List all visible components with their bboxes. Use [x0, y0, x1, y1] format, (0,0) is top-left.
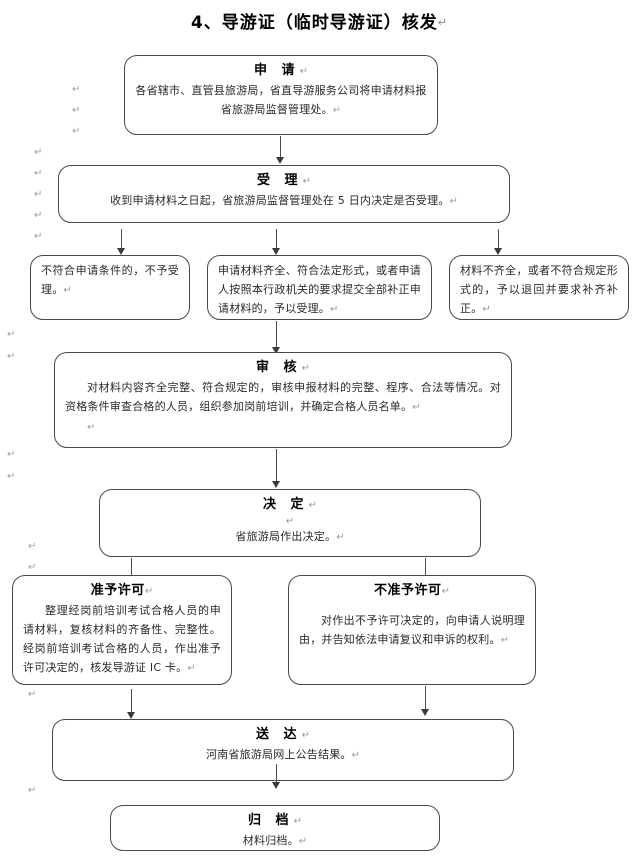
- node-review-body: 对材料内容齐全完整、符合规定的，审核申报材料的完整、程序、合法等情况。对资格条件…: [65, 381, 501, 413]
- node-apply-body: 各省辖市、直管县旅游局，省直导游服务公司将申请材料报省旅游局监督管理处。↵: [135, 84, 427, 116]
- node-archive-body: 材料归档。↵: [242, 834, 308, 847]
- node-accept-title: 受 理↵: [257, 173, 311, 188]
- paragraph-mark: ↵: [28, 785, 37, 796]
- paragraph-mark: ↵: [7, 449, 16, 460]
- arrow-accept-to-return: [494, 229, 503, 255]
- arrow-review-to-decide: [272, 449, 281, 488]
- pilcrow-mark: ↵: [330, 304, 339, 315]
- pilcrow-mark: ↵: [500, 635, 509, 646]
- paragraph-mark: ↵: [28, 689, 37, 700]
- paragraph-mark: ↵: [34, 210, 43, 221]
- arrow-deliver-to-archive: [272, 764, 281, 789]
- paragraph-mark: ↵: [34, 147, 43, 158]
- node-decide-title: 决 定↵: [263, 497, 317, 512]
- pilcrow-mark: ↵: [299, 66, 308, 77]
- pilcrow-mark: ↵: [412, 402, 421, 413]
- node-decide[interactable]: 决 定↵ ↵ 省旅游局作出决定。↵: [99, 489, 481, 557]
- node-deliver-body: 河南省旅游局网上公告结果。↵: [206, 748, 360, 761]
- node-permit[interactable]: 准予许可↵ 整理经岗前培训考试合格人员的申请材料，复核材料的齐备性、完整性。经岗…: [12, 575, 232, 685]
- arrow-accept-to-not-accept: [117, 229, 126, 255]
- paragraph-mark: ↵: [28, 562, 37, 573]
- pilcrow-mark: ↵: [187, 663, 196, 674]
- node-no-permit[interactable]: 不准予许可↵ 对作出不予许可决定的，向申请人说明理由，并告知依法申请复议和申诉的…: [288, 575, 536, 685]
- node-decide-body: 省旅游局作出决定。↵: [235, 530, 345, 543]
- pilcrow-mark: ↵: [293, 816, 302, 827]
- pilcrow-mark: ↵: [449, 196, 458, 207]
- node-accept-ok[interactable]: 申请材料齐全、符合法定形式，或者申请人按照本行政机关的要求提交全部补正申请材料的…: [207, 255, 432, 320]
- node-review-title: 审 核↵: [256, 360, 310, 375]
- node-deliver-title: 送 达↵: [256, 727, 310, 742]
- pilcrow-mark: ↵: [302, 176, 311, 187]
- paragraph-mark: ↵: [34, 189, 43, 200]
- paragraph-mark: ↵: [28, 541, 37, 552]
- page-title: 4、导游证（临时导游证）核发↵: [0, 8, 638, 33]
- node-review[interactable]: 审 核↵ 对材料内容齐全完整、符合规定的，审核申报材料的完整、程序、合法等情况。…: [54, 352, 512, 448]
- arrow-accept-to-accept-ok: [272, 229, 281, 255]
- pilcrow-mark: ↵: [332, 105, 342, 116]
- node-archive[interactable]: 归 档↵ 材料归档。↵: [110, 805, 440, 851]
- page-title-text: 4、导游证（临时导游证）核发: [190, 13, 438, 33]
- pilcrow-mark: ↵: [441, 586, 450, 597]
- pilcrow-mark: ↵: [301, 363, 310, 374]
- paragraph-mark: ↵: [72, 105, 81, 116]
- pilcrow-mark: ↵: [482, 304, 491, 315]
- node-accept-body: 收到申请材料之日起，省旅游局监督管理处在 5 日内决定是否受理。↵: [110, 194, 458, 207]
- node-no-permit-body: 对作出不予许可决定的，向申请人说明理由，并告知依法申请复议和申诉的权利。↵: [299, 614, 525, 646]
- node-accept[interactable]: 受 理↵ 收到申请材料之日起，省旅游局监督管理处在 5 日内决定是否受理。↵: [58, 165, 510, 223]
- pilcrow-mark: ↵: [301, 730, 310, 741]
- node-return-material[interactable]: 材料不齐全，或者不符合规定形式的，予以退回并要求补齐补正。↵: [449, 255, 629, 320]
- pilcrow-mark: ↵: [437, 16, 448, 29]
- node-accept-ok-body: 申请材料齐全、符合法定形式，或者申请人按照本行政机关的要求提交全部补正申请材料的…: [218, 264, 421, 315]
- arrow-permit-to-deliver: [127, 689, 136, 719]
- paragraph-mark: ↵: [7, 471, 16, 482]
- node-archive-title: 归 档↵: [248, 813, 302, 828]
- node-deliver[interactable]: 送 达↵ 河南省旅游局网上公告结果。↵: [52, 719, 514, 781]
- pilcrow-mark: ↵: [144, 586, 154, 597]
- pilcrow-mark: ↵: [308, 500, 317, 511]
- paragraph-mark: ↵: [72, 126, 81, 137]
- pilcrow-mark: ↵: [351, 750, 360, 761]
- node-not-accept-body: 不符合申请条件的，不予受理。↵: [41, 264, 179, 296]
- paragraph-mark: ↵: [7, 329, 16, 340]
- node-not-accept[interactable]: 不符合申请条件的，不予受理。↵: [30, 255, 190, 320]
- node-permit-body: 整理经岗前培训考试合格人员的申请材料，复核材料的齐备性、完整性。经岗前培训考试合…: [23, 604, 221, 674]
- paragraph-mark: ↵: [7, 351, 16, 362]
- node-no-permit-title: 不准予许可↵: [374, 583, 450, 598]
- node-permit-title: 准予许可↵: [90, 583, 154, 598]
- node-review-trailing-mark: ↵: [87, 422, 96, 433]
- paragraph-mark: ↵: [34, 168, 43, 179]
- arrow-apply-to-accept: [276, 136, 285, 164]
- node-apply-title: 申 请↵: [254, 63, 308, 78]
- paragraph-mark: ↵: [72, 84, 81, 95]
- paragraph-mark: ↵: [34, 231, 43, 242]
- arrow-accept-ok-to-review: [272, 321, 281, 354]
- arrow-no-permit-to-deliver: [421, 686, 430, 716]
- pilcrow-mark: ↵: [298, 836, 308, 847]
- pilcrow-mark: ↵: [63, 285, 72, 296]
- node-return-material-body: 材料不齐全，或者不符合规定形式的，予以退回并要求补齐补正。↵: [460, 264, 618, 315]
- node-decide-spacer: ↵: [285, 516, 295, 527]
- pilcrow-mark: ↵: [336, 532, 345, 543]
- node-apply[interactable]: 申 请↵ 各省辖市、直管县旅游局，省直导游服务公司将申请材料报省旅游局监督管理处…: [124, 55, 438, 135]
